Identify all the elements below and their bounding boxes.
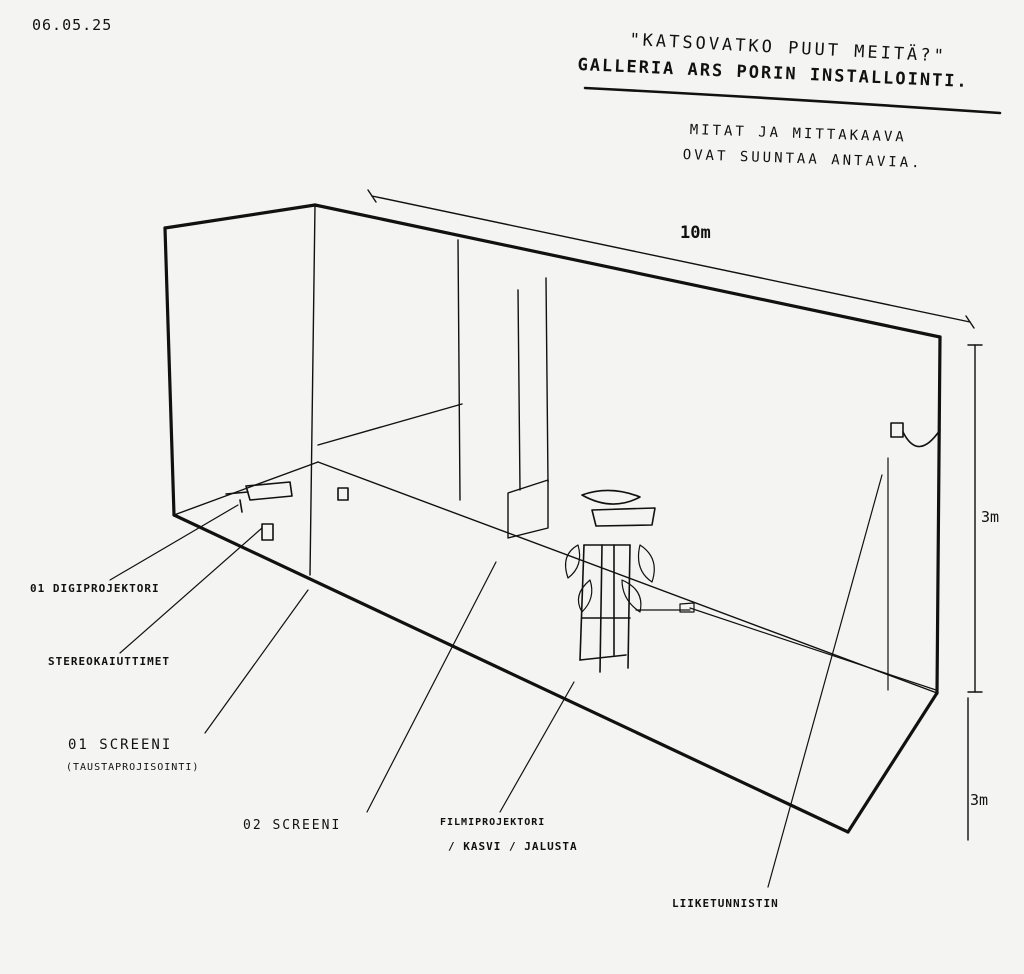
label-stereokaiuttimet: STEREOKAIUTTIMET [48,655,170,668]
cables [635,457,937,691]
label-screeni-1-sub: (TAUSTAPROJISOINTI) [66,762,200,773]
title-underline [583,86,1002,115]
motion-sensor [890,422,941,448]
label-screeni-2: 02 SCREENI [243,818,342,833]
label-filmiprojektori: FILMIPROJEKTORI [440,817,546,828]
stereo-speakers [261,487,349,541]
plant [565,544,655,613]
label-screeni-1: 01 SCREENI [68,737,173,753]
room-outline [163,203,942,834]
label-liiketunnistin: LIIKETUNNISTIN [672,897,779,910]
room-inner-lines [173,204,938,694]
screen-02-panel [507,479,549,539]
film-projector-stand [579,489,656,673]
digital-projector [225,481,293,513]
width-dimension-label: 10m [680,223,711,243]
label-digiprojektori: 01 DIGIPROJEKTORI [30,582,160,595]
sketch-date: 06.05.25 [32,16,113,34]
height-dimension-label-upper: 3m [981,508,1000,526]
width-dimension-line [367,189,975,329]
label-leader-lines [109,474,883,888]
height-dimension-label-lower: 3m [970,791,989,809]
height-dimension-lines [967,344,983,841]
label-filmiprojektori-sub: / KASVI / JALUSTA [448,840,578,853]
